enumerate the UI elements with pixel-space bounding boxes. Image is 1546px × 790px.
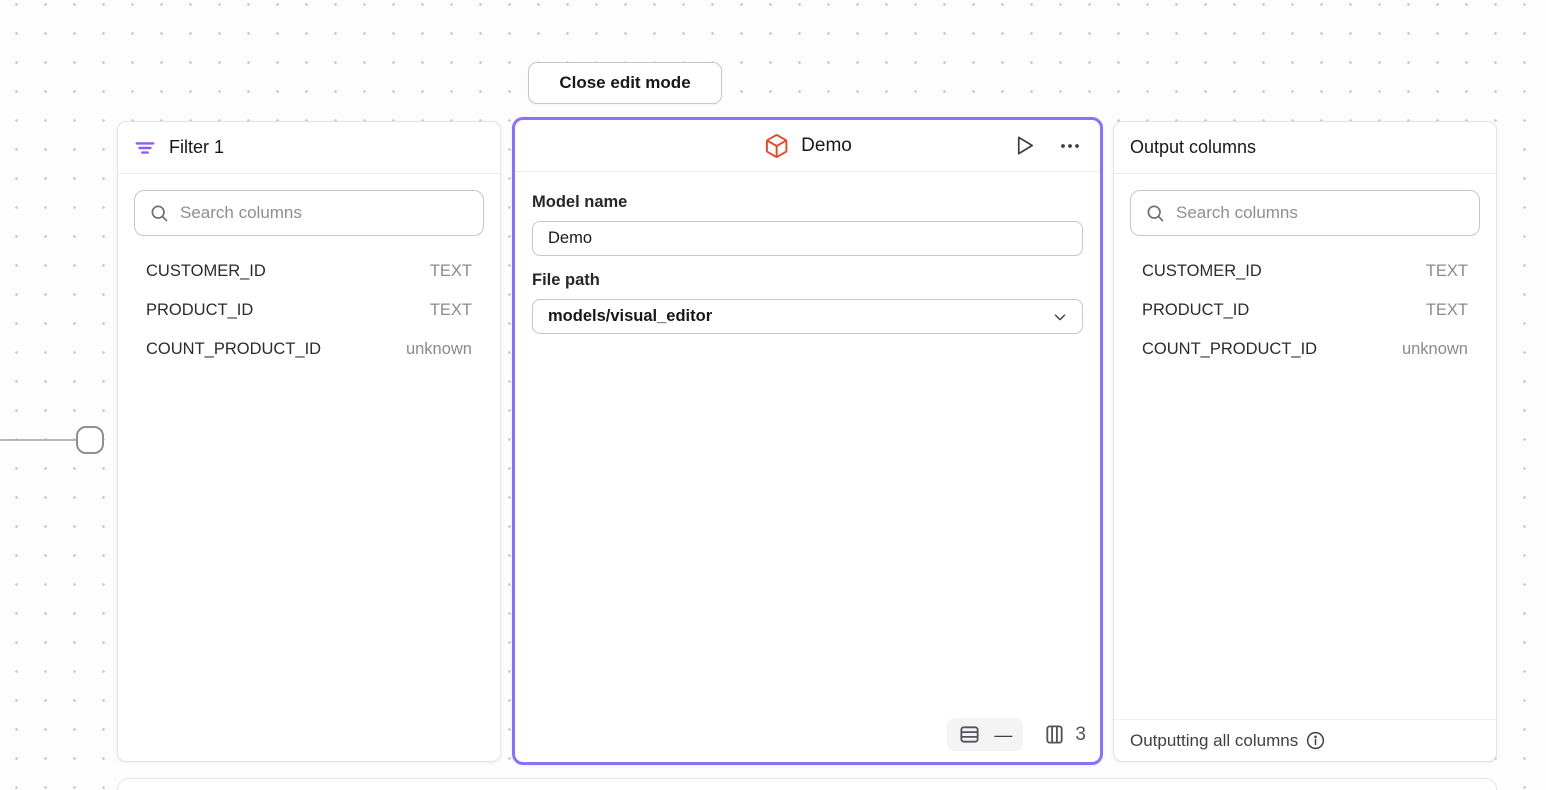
model-node-title: Demo bbox=[801, 134, 852, 156]
play-icon bbox=[1013, 134, 1036, 157]
output-node-title: Output columns bbox=[1130, 137, 1257, 157]
column-row[interactable]: COUNT_PRODUCT_ID unknown bbox=[134, 330, 484, 369]
model-node-header[interactable]: Demo bbox=[515, 120, 1100, 172]
model-name-label: Model name bbox=[532, 193, 628, 211]
column-row[interactable]: CUSTOMER_ID TEXT bbox=[134, 252, 484, 291]
column-row[interactable]: PRODUCT_ID TEXT bbox=[134, 291, 484, 330]
column-type: TEXT bbox=[429, 301, 472, 319]
output-search-input[interactable] bbox=[1176, 203, 1465, 223]
row-preview-toggle[interactable]: — bbox=[947, 718, 1024, 751]
connection-port-handle[interactable] bbox=[76, 426, 104, 454]
model-status-bar: — 3 bbox=[947, 718, 1086, 751]
column-name: CUSTOMER_ID bbox=[146, 262, 266, 280]
column-type: unknown bbox=[1401, 340, 1468, 358]
cube-icon bbox=[763, 133, 789, 159]
filter-search-input[interactable] bbox=[180, 203, 469, 223]
edge-connector-line bbox=[0, 439, 77, 441]
column-name: COUNT_PRODUCT_ID bbox=[1142, 340, 1318, 358]
close-edit-mode-button[interactable]: Close edit mode bbox=[528, 62, 722, 104]
output-column-list: CUSTOMER_ID TEXT PRODUCT_ID TEXT COUNT_P… bbox=[1114, 252, 1496, 369]
model-name-input[interactable] bbox=[532, 221, 1083, 256]
table-rows-icon bbox=[958, 723, 981, 746]
filter-search-box[interactable] bbox=[134, 190, 484, 236]
run-model-button[interactable] bbox=[1011, 132, 1038, 159]
ellipsis-icon bbox=[1058, 134, 1082, 158]
filter-node-title: Filter 1 bbox=[169, 137, 225, 157]
search-icon bbox=[149, 203, 169, 223]
output-node-header[interactable]: Output columns bbox=[1114, 122, 1496, 174]
output-columns-node[interactable]: Output columns CUSTOMER_ID TEXT PRODUCT_… bbox=[1113, 121, 1497, 762]
column-name: PRODUCT_ID bbox=[1142, 301, 1250, 319]
column-type: unknown bbox=[405, 340, 472, 358]
file-path-value: models/visual_editor bbox=[548, 307, 713, 325]
info-icon[interactable] bbox=[1305, 730, 1326, 751]
row-count: — bbox=[994, 724, 1013, 745]
file-path-select[interactable]: models/visual_editor bbox=[532, 299, 1083, 334]
column-count: 3 bbox=[1075, 723, 1086, 745]
column-name: PRODUCT_ID bbox=[146, 301, 254, 319]
column-row[interactable]: PRODUCT_ID TEXT bbox=[1130, 291, 1480, 330]
chevron-down-icon bbox=[1051, 308, 1069, 326]
filter-node-header[interactable]: Filter 1 bbox=[118, 122, 500, 174]
column-type: TEXT bbox=[429, 262, 472, 280]
bottom-node-partial[interactable] bbox=[117, 778, 1497, 790]
model-node[interactable]: Demo Model name File path bbox=[512, 117, 1103, 765]
output-footer: Outputting all columns bbox=[1114, 719, 1496, 761]
filter-lines-icon bbox=[134, 137, 156, 159]
column-row[interactable]: COUNT_PRODUCT_ID unknown bbox=[1130, 330, 1480, 369]
column-name: CUSTOMER_ID bbox=[1142, 262, 1262, 280]
filter-node[interactable]: Filter 1 CUSTOMER_ID TEXT PRODUCT_ID TEX… bbox=[117, 121, 501, 762]
node-menu-button[interactable] bbox=[1056, 132, 1084, 160]
column-count-indicator: 3 bbox=[1043, 723, 1086, 746]
file-path-label: File path bbox=[532, 271, 600, 289]
search-icon bbox=[1145, 203, 1165, 223]
table-columns-icon bbox=[1043, 723, 1066, 746]
output-search-box[interactable] bbox=[1130, 190, 1480, 236]
filter-column-list: CUSTOMER_ID TEXT PRODUCT_ID TEXT COUNT_P… bbox=[118, 252, 500, 369]
column-row[interactable]: CUSTOMER_ID TEXT bbox=[1130, 252, 1480, 291]
column-type: TEXT bbox=[1425, 301, 1468, 319]
output-footer-text: Outputting all columns bbox=[1130, 730, 1299, 750]
column-name: COUNT_PRODUCT_ID bbox=[146, 340, 322, 358]
column-type: TEXT bbox=[1425, 262, 1468, 280]
